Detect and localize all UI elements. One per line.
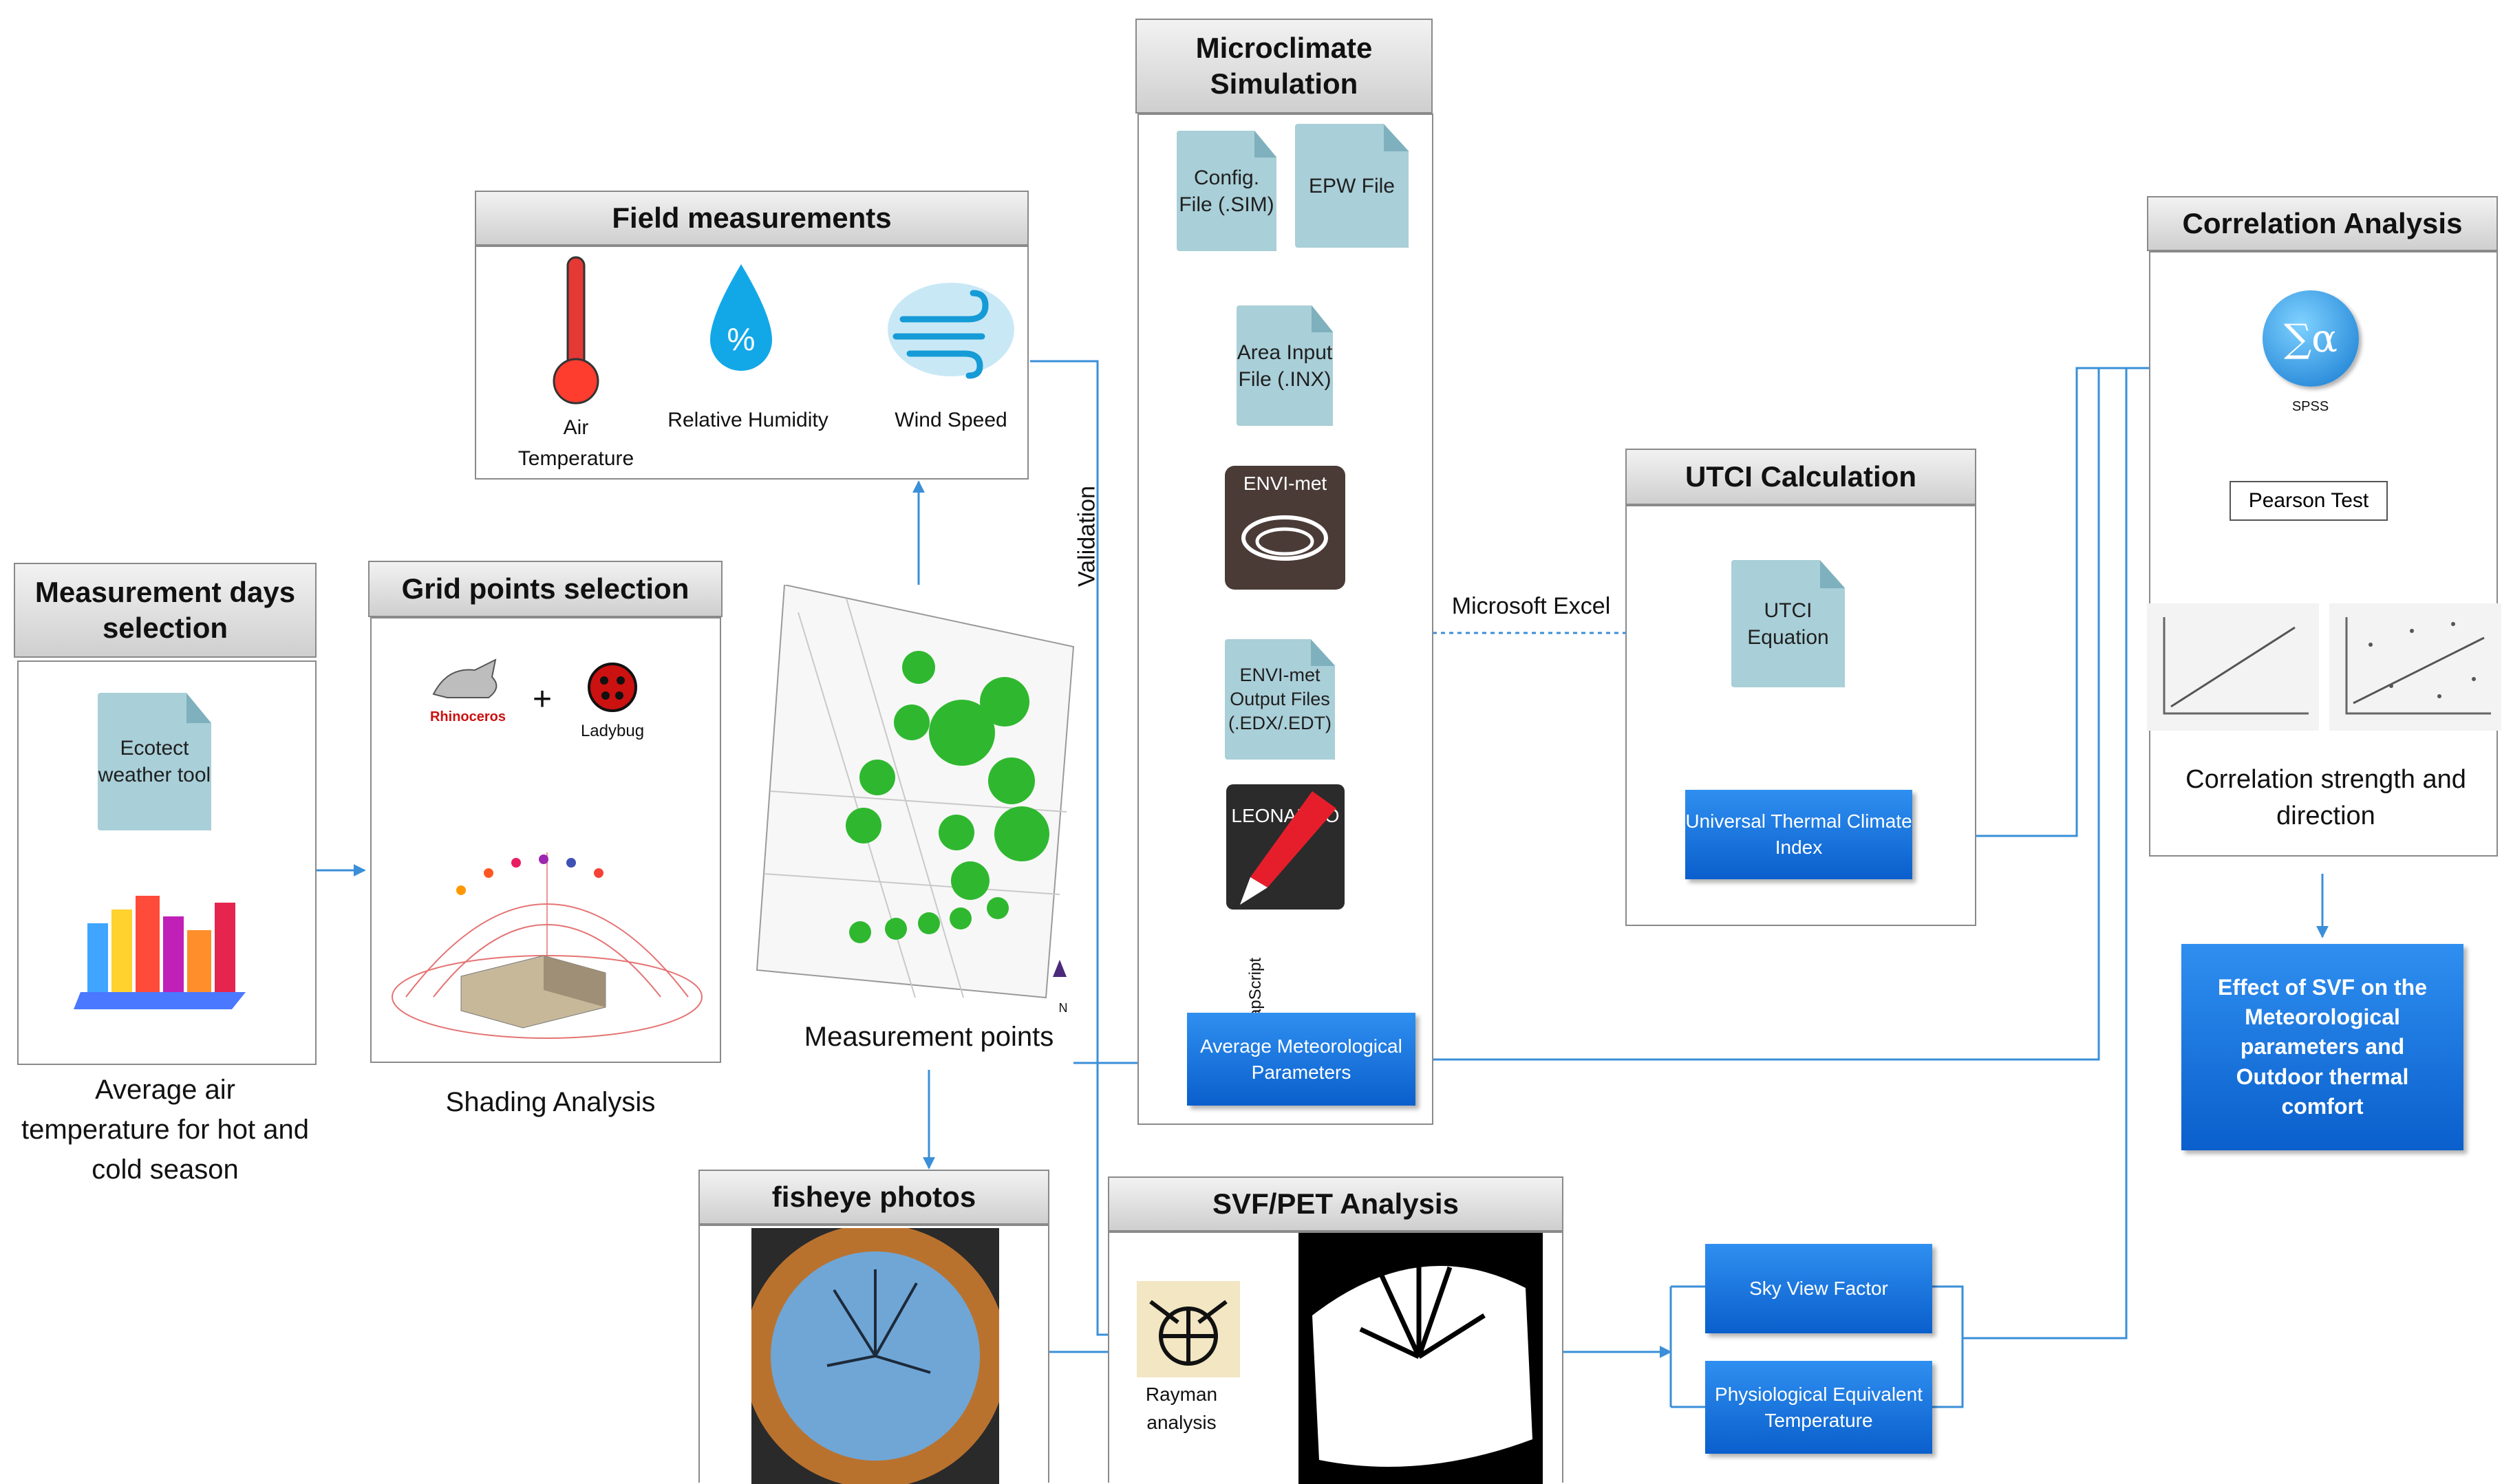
rhino-icon	[432, 658, 498, 698]
air-temperature-label: Air Temperature	[517, 416, 634, 470]
utci-panel: UTCI Equation Universal Thermal Climate …	[1625, 505, 1976, 926]
ecotect-doc-icon: Ecotect weather tool	[98, 693, 211, 830]
spss-label: SPSS	[2291, 399, 2329, 414]
rayman-icon	[1137, 1281, 1240, 1377]
leonardo-logo: LEONARDO	[1226, 784, 1345, 910]
arrow-svf-to-correlation	[1963, 368, 2128, 1340]
relative-humidity-label: Relative Humidity	[667, 409, 828, 431]
ladybug-icon	[588, 663, 637, 712]
microclimate-header: Microclimate Simulation	[1135, 19, 1433, 114]
envimet-swirl-icon	[1241, 515, 1328, 561]
humidity-drop-icon: %	[710, 264, 772, 371]
config-file-doc: Config. File (.SIM)	[1177, 131, 1276, 251]
correlation-panel: ∑α SPSS Pearson Test Correlation strengt…	[2147, 251, 2501, 857]
correlation-line-plot	[2147, 603, 2319, 731]
pearson-test-box: Pearson Test	[2230, 481, 2388, 521]
wind-speed-label: Wind Speed	[895, 409, 1007, 431]
field-measurements-header: Field measurements	[475, 191, 1029, 246]
grid-points-panel: Rhinoceros + Ladybug	[370, 617, 721, 1063]
utci-equation-doc: UTCI Equation	[1731, 560, 1845, 687]
plus-sign: +	[532, 681, 553, 718]
heatmap-3d-icon	[74, 896, 246, 1009]
wind-speed-icon	[888, 283, 1014, 379]
sun-path-diagram	[392, 852, 703, 1039]
microclimate-panel: Config. File (.SIM) EPW File Area Input …	[1137, 114, 1433, 1125]
envimet-output-doc: ENVI-met Output Files (.EDX/.EDT)	[1225, 639, 1335, 760]
correlation-scatter-plot	[2329, 603, 2501, 731]
envimet-logo: ENVI-met	[1225, 466, 1345, 590]
pet-box: Physiological Equivalent Temperature	[1705, 1361, 1932, 1454]
area-input-doc: Area Input File (.INX)	[1237, 305, 1333, 426]
grid-points-header: Grid points selection	[368, 561, 723, 617]
fisheye-photo	[751, 1228, 999, 1484]
bracket-outputs-right	[1932, 1285, 1964, 1408]
epw-file-doc: EPW File	[1295, 124, 1409, 248]
ladybug-label: Ladybug	[580, 722, 645, 740]
rayman-label: Rayman analysis	[1145, 1384, 1218, 1433]
sky-view-factor-box: Sky View Factor	[1705, 1244, 1932, 1333]
shading-analysis-caption: Shading Analysis	[445, 1087, 656, 1117]
binary-sky-image	[1298, 1233, 1543, 1484]
correlation-caption: Correlation strength and direction	[2185, 765, 2466, 831]
arrow-avg-to-correlation	[1414, 368, 2100, 1061]
fisheye-header: fisheye photos	[698, 1170, 1049, 1225]
measurement-days-caption: Average air temperature for hot and cold…	[21, 1075, 310, 1185]
measurement-days-panel: Ecotect weather tool	[17, 660, 317, 1065]
utci-header: UTCI Calculation	[1625, 449, 1976, 505]
utci-index-box: Universal Thermal Climate Index	[1685, 790, 1912, 879]
spss-icon: ∑α	[2263, 290, 2359, 387]
measurement-points-map	[756, 585, 1075, 999]
field-measurements-panel: Air Temperature % Relative Humidity Wind…	[475, 246, 1029, 480]
thermometer-icon	[553, 256, 599, 405]
svf-pet-header: SVF/PET Analysis	[1108, 1176, 1563, 1232]
pen-icon	[1240, 791, 1336, 905]
measurement-points-caption: Measurement points	[804, 1022, 1054, 1052]
average-meteorological-parameters-box: Average Meteorological Parameters	[1187, 1013, 1415, 1106]
bracket-outputs-left	[1669, 1285, 1705, 1408]
fisheye-panel	[698, 1225, 1049, 1484]
measurement-days-header: Measurement days selection	[14, 563, 317, 658]
svg-text:%: %	[727, 321, 756, 357]
effect-of-svf-box: Effect of SVF on the Meteorological para…	[2181, 944, 2463, 1150]
rhino-label: Rhinoceros	[429, 709, 506, 724]
correlation-header: Correlation Analysis	[2147, 196, 2498, 251]
svf-pet-panel: Rayman analysis	[1108, 1232, 1563, 1484]
envimet-label: ENVI-met	[1243, 473, 1327, 494]
microsoft-excel-label: Microsoft Excel	[1451, 593, 1611, 619]
north-label: N	[1058, 1001, 1068, 1015]
